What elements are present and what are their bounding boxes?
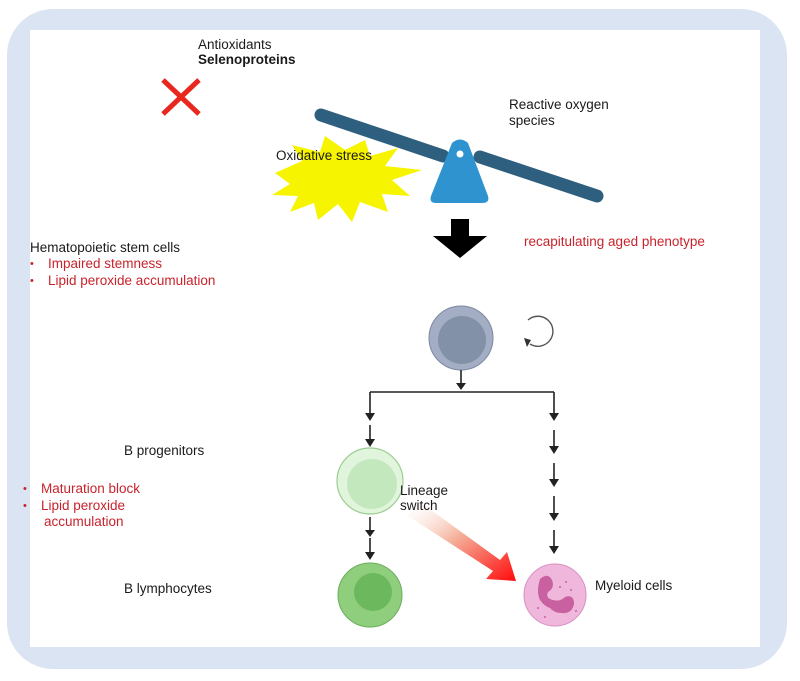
hsc-effect-item: Lipid peroxide accumulation	[28, 273, 215, 290]
b-progenitor-effect-continuation: accumulation	[44, 514, 124, 529]
seesaw-icon	[314, 108, 604, 203]
hsc-effect-item: Impaired stemness	[28, 256, 215, 273]
yellow-starburst-icon	[272, 136, 422, 222]
b-progenitor-effect-item: Maturation block	[21, 481, 140, 498]
myeloid-cells-title: Myeloid cells	[595, 578, 673, 593]
hsc-title: Hematopoietic stem cells	[30, 240, 181, 255]
ros-label-line2: species	[509, 113, 555, 128]
down-arrow-icon	[433, 219, 487, 258]
red-cross-icon	[161, 78, 201, 116]
b-progenitor-effect-item: Lipid peroxide	[21, 498, 140, 515]
b-progenitors-title: B progenitors	[124, 443, 205, 458]
neutrophil-icon	[523, 563, 587, 627]
ros-label-line1: Reactive oxygen	[509, 97, 609, 112]
lineage-tree	[369, 370, 555, 553]
arrowheads	[365, 383, 559, 560]
outcome-label: recapitulating aged phenotype	[524, 234, 705, 249]
antioxidants-label: Antioxidants	[198, 37, 272, 52]
hsc-effects-list: Impaired stemness Lipid peroxide accumul…	[28, 256, 215, 289]
lineage-switch-label-line2: switch	[400, 498, 438, 513]
gradient-arrow-icon	[408, 502, 516, 581]
figure-panel	[30, 30, 760, 647]
circular-arrow-icon	[524, 315, 554, 347]
lineage-switch-label-line1: Lineage	[400, 483, 449, 498]
b-progenitor-effects-list: Maturation block Lipid peroxide	[21, 481, 140, 514]
oxidative-stress-label: Oxidative stress	[276, 148, 373, 163]
selenoproteins-label: Selenoproteins	[198, 52, 296, 67]
stem-cell-icon	[428, 305, 494, 371]
b-lymphocyte-icon	[337, 562, 403, 628]
b-lymphocytes-title: B lymphocytes	[124, 581, 212, 596]
b-progenitor-cell-icon	[336, 447, 404, 515]
